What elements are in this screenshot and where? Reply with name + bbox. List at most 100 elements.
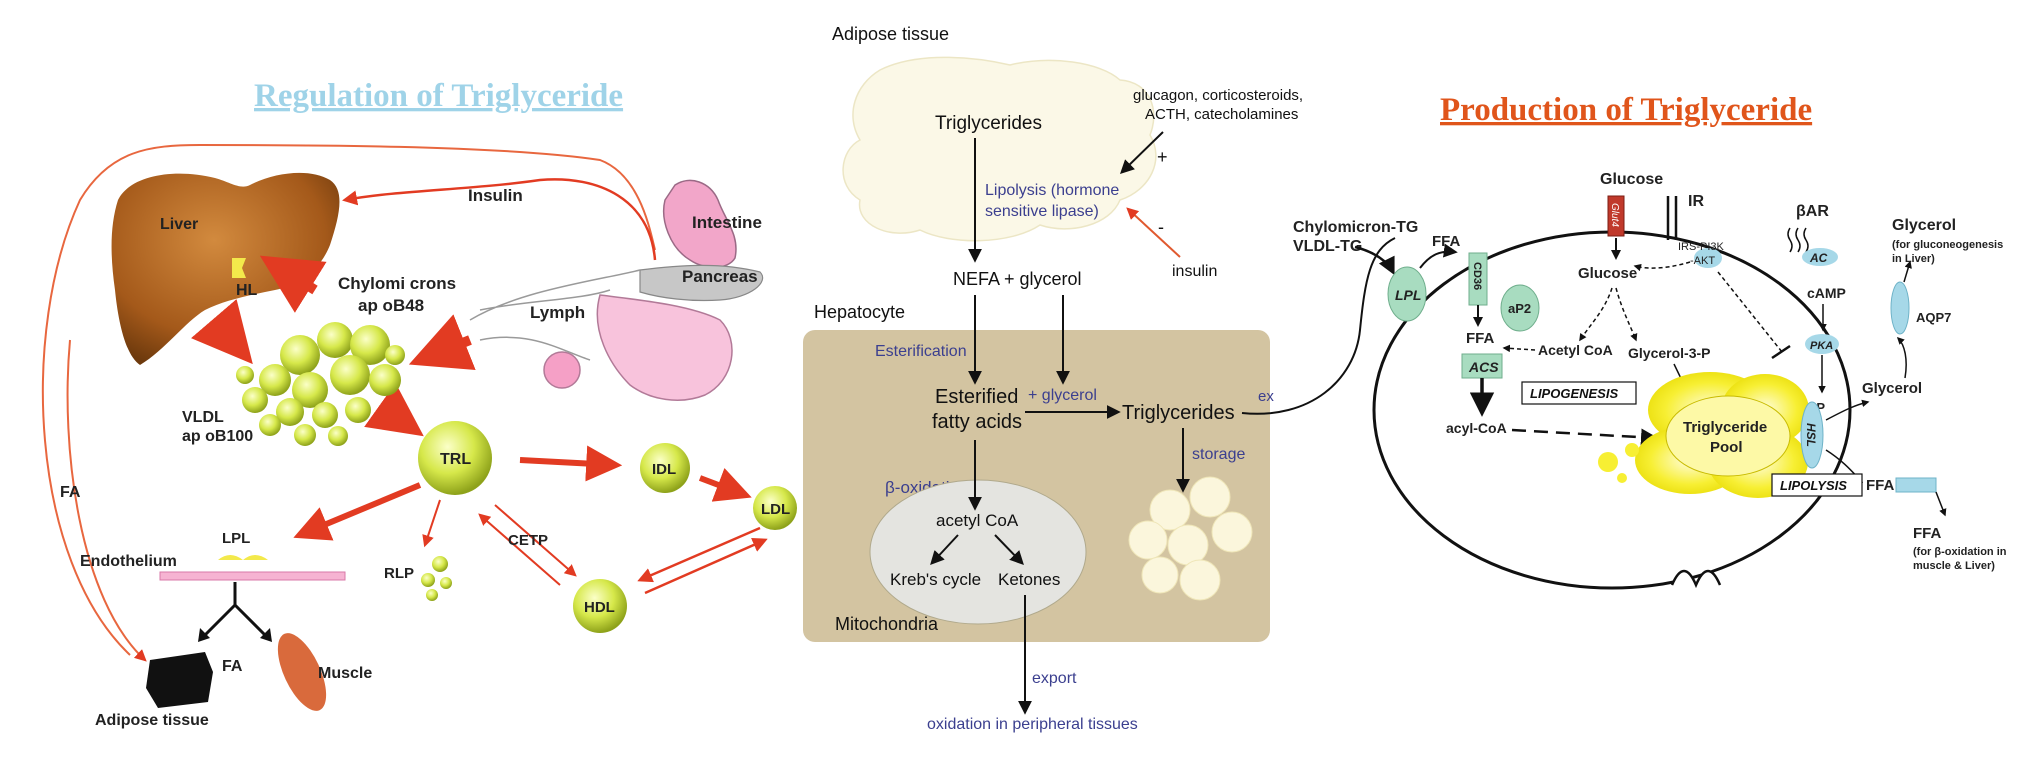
- arrow-vldl-to-trl: [364, 382, 424, 437]
- insulin-curve: [342, 178, 657, 261]
- triglycerides-top-label: Triglycerides: [935, 113, 1042, 134]
- arrow-ldl-to-hdl: [637, 526, 761, 583]
- split-arrows: [203, 582, 267, 637]
- lipid-droplets: [1128, 476, 1253, 601]
- arrow-lymph-to-chylo: [408, 314, 476, 371]
- hl-marker: [232, 258, 246, 278]
- arrow-chylo-to-liver: [259, 255, 327, 313]
- lipolysis-label: LIPOLYSIS: [1780, 478, 1847, 493]
- nefa-label: NEFA + glycerol: [953, 269, 1082, 289]
- fa-curve: [41, 143, 656, 656]
- lipid-bubble: [1625, 443, 1639, 457]
- lymph-label: Lymph: [530, 303, 585, 322]
- arrowhead-left: [198, 628, 210, 642]
- lpl-label-right: LPL: [1395, 287, 1421, 303]
- glucose-in-label: Glucose: [1578, 265, 1637, 282]
- lipid-bubble: [1598, 452, 1618, 472]
- lpl-marker: [218, 555, 268, 560]
- glucagon-line1: glucagon, corticosteroids,: [1133, 87, 1303, 104]
- pancreas-label: Pancreas: [682, 267, 758, 286]
- akt-label: -AKT: [1690, 255, 1715, 267]
- lipolysis-line1: Lipolysis (hormone: [985, 182, 1119, 199]
- esterification-label: Esterification: [875, 343, 967, 360]
- arrow-glycerol-to-aqp7: [1896, 336, 1907, 379]
- rlp-particle: [421, 573, 435, 587]
- arrow-hdl-to-trl: [478, 513, 561, 586]
- glut4-transporter: [1607, 195, 1625, 237]
- lpl-label: LPL: [222, 530, 250, 547]
- chylomicron-tg-label: Chylomicron-TG: [1293, 219, 1418, 236]
- chylo-particle: [385, 345, 405, 365]
- chylo-particle: [276, 398, 304, 426]
- hl-label: HL: [236, 282, 258, 299]
- chylo-particle: [292, 372, 328, 408]
- bar-label: βAR: [1796, 203, 1829, 220]
- chylo-particle: [330, 355, 370, 395]
- lpl-enzyme: [1387, 266, 1427, 322]
- glut4-label: Glut4: [1609, 203, 1620, 227]
- ffa-note2: muscle & Liver): [1913, 560, 1995, 572]
- irs-label: IRS-PI3K: [1678, 241, 1725, 253]
- idl-label: IDL: [652, 461, 676, 478]
- mitochondria-label: Mitochondria: [835, 614, 939, 634]
- acs-label: ACS: [1468, 359, 1499, 375]
- arrow-glucose-to-g3p: [1615, 287, 1638, 342]
- ffa-transporter: [1895, 477, 1937, 493]
- membrane-invaginations: [1670, 569, 1722, 589]
- lipolysis-line2: sensitive lipase): [985, 203, 1099, 220]
- insulin-label: Insulin: [468, 186, 523, 205]
- arrow-liver-to-vldl: [190, 299, 253, 365]
- glycerol-note1: (for gluconeogenesis: [1892, 239, 2003, 251]
- krebs-label: Kreb's cycle: [890, 570, 981, 589]
- liver-shape: [111, 172, 340, 365]
- muscle-label: Muscle: [318, 665, 372, 682]
- plus-sign: +: [1157, 147, 1168, 167]
- ldl-label: LDL: [761, 501, 790, 518]
- ap2-label: aP2: [1508, 301, 1531, 316]
- aqp7-channel: [1890, 281, 1910, 335]
- tg-pool-line2: Pool: [1710, 439, 1743, 456]
- triglyceride-pool: [1598, 372, 1809, 498]
- lipid-droplet: [1128, 520, 1168, 560]
- muscle-shape: [277, 633, 327, 711]
- stomach-shape: [663, 179, 737, 268]
- acetyl-coa-label: acetyl CoA: [936, 511, 1019, 530]
- chylo-particle: [236, 366, 254, 384]
- ffa-note1: (for β-oxidation in: [1913, 546, 2007, 558]
- trl-particle: [418, 421, 492, 495]
- lipid-bubble: [1617, 473, 1627, 483]
- chylo-particle: [280, 335, 320, 375]
- arrow-hdl-to-ldl: [644, 537, 768, 595]
- insulin-label-mid: insulin: [1172, 263, 1217, 280]
- apob48-label: ap oB48: [358, 296, 424, 315]
- tg-pool-line1: Triglyceride: [1683, 419, 1767, 436]
- acetyl-coa-right-label: Acetyl CoA: [1538, 342, 1613, 358]
- lipid-droplet: [1189, 476, 1231, 518]
- export-curve: [1241, 237, 1396, 415]
- arrow-lpl-to-ffa: [1419, 243, 1458, 269]
- irs-complex: [1694, 248, 1722, 268]
- idl-particle: [640, 443, 690, 493]
- hsl-label: HSL: [1804, 423, 1818, 447]
- adipose-tissue-label: Adipose tissue: [832, 24, 949, 44]
- arrow-idl-to-ldl: [698, 467, 752, 502]
- arrow-trl-to-hdl: [494, 504, 577, 577]
- lipid-droplet: [1167, 524, 1209, 566]
- ketones-label: Ketones: [998, 570, 1060, 589]
- arrow-aqp7-out: [1903, 260, 1912, 283]
- chylo-particle: [345, 397, 371, 423]
- middle-panel: Adipose tissue Triglycerides glucagon, c…: [803, 24, 1396, 733]
- vldl-tg-label: VLDL-TG: [1293, 238, 1362, 255]
- export-label: export: [1032, 670, 1077, 687]
- glucose-out-label: Glucose: [1600, 171, 1663, 188]
- lipogenesis-box: [1521, 381, 1637, 405]
- rlp-particle: [440, 577, 452, 589]
- arrow-trl-to-rlp: [422, 499, 441, 548]
- fa-left-label: FA: [60, 484, 81, 501]
- arrow-hsl-to-glycerol: [1825, 399, 1870, 421]
- pancreas-shape: [639, 264, 764, 302]
- ac-enzyme: [1802, 248, 1838, 266]
- bar-receptor: [1787, 227, 1809, 253]
- rlp-label: RLP: [384, 565, 414, 582]
